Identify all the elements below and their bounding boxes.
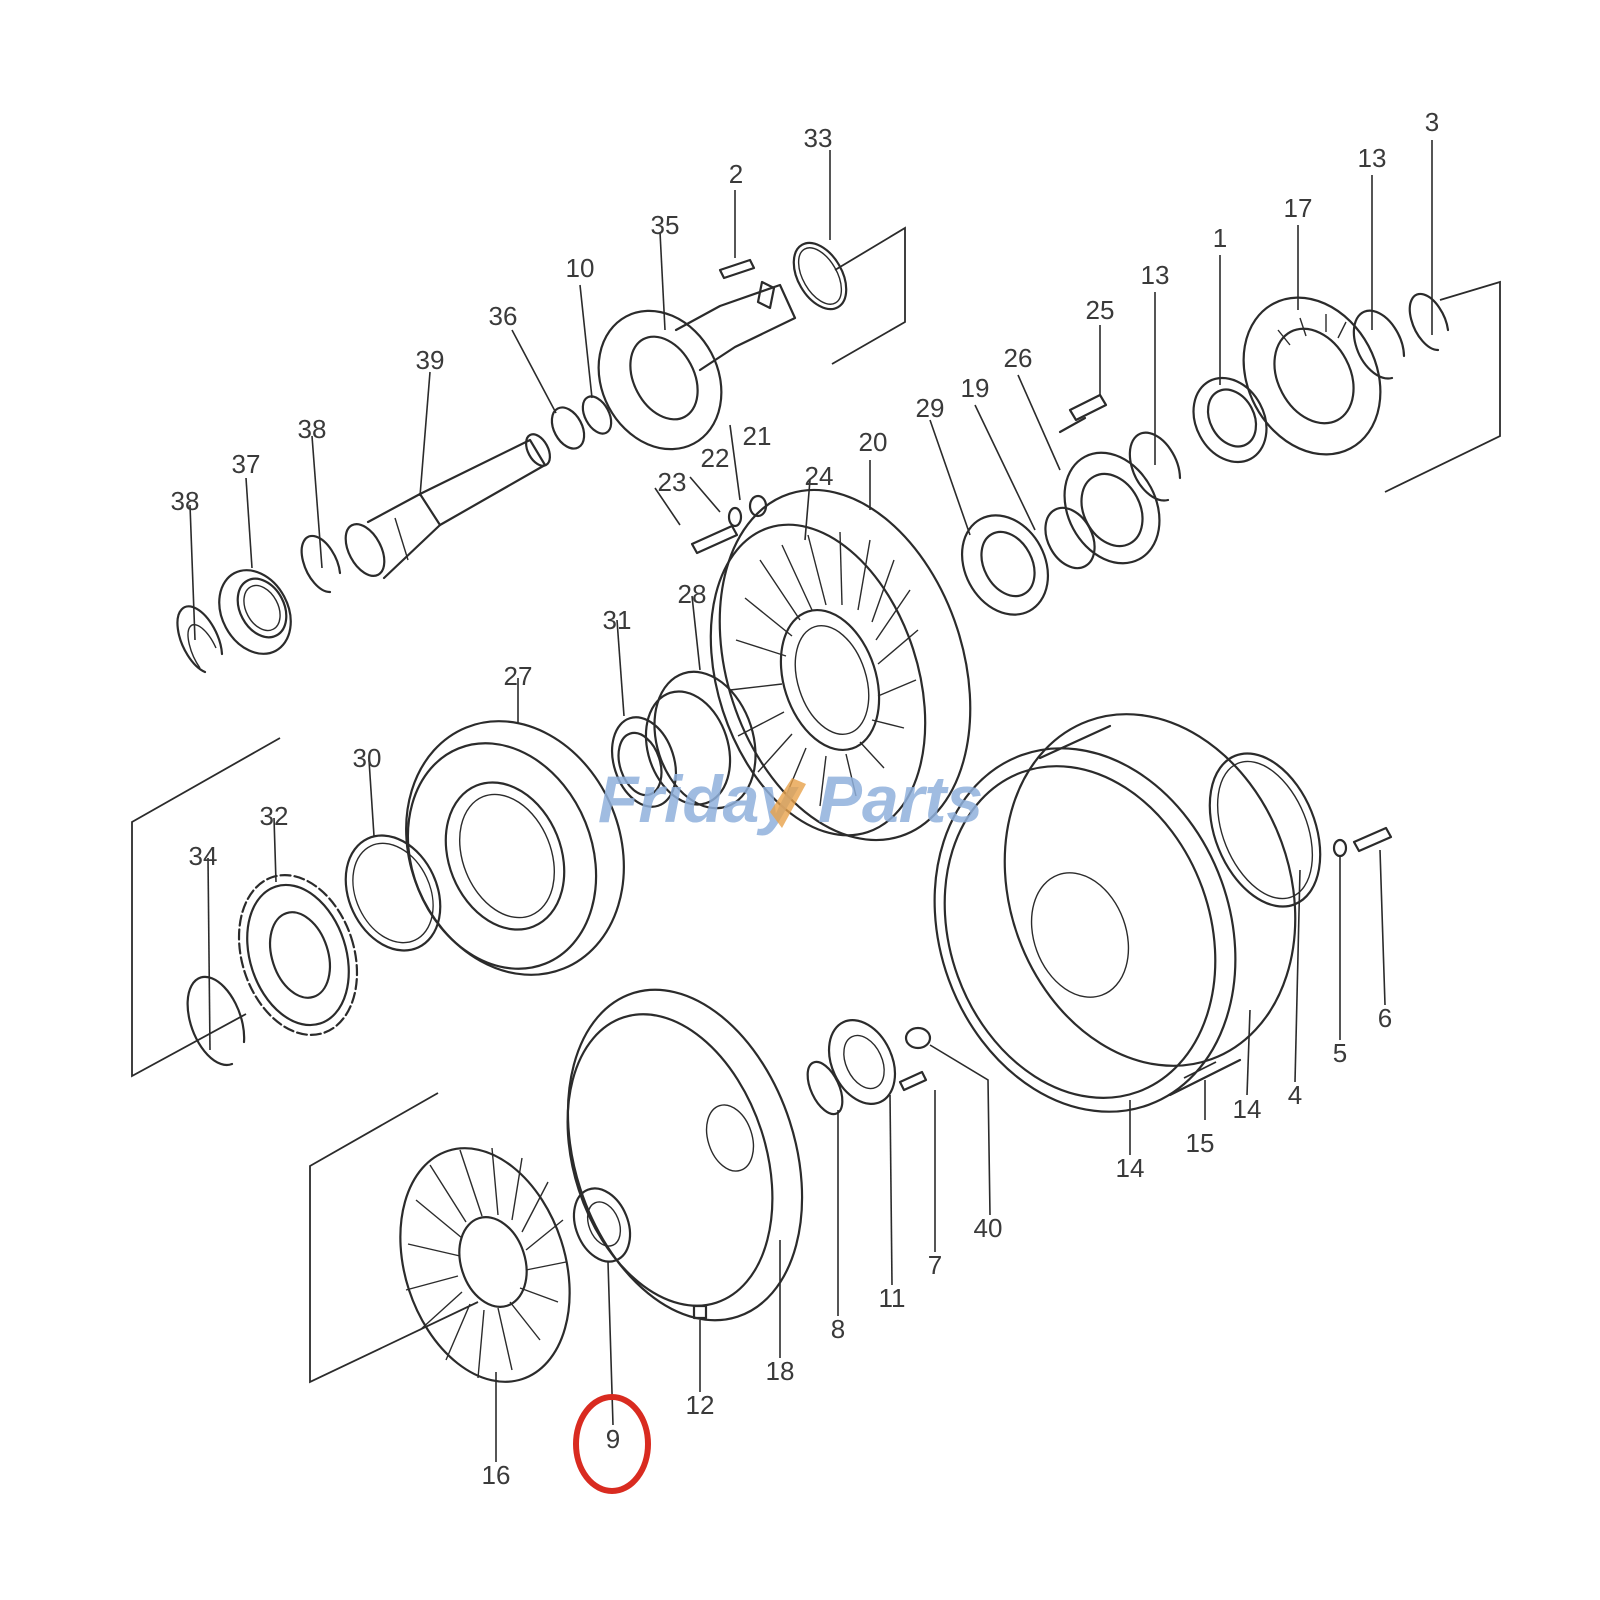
callout-8: 8 <box>831 1314 845 1344</box>
bracket-lines <box>131 226 1501 1384</box>
bolt-7 <box>898 1070 928 1092</box>
turbine-20 <box>709 488 972 842</box>
washer-22 <box>727 506 743 528</box>
gear-1 <box>1192 376 1268 464</box>
callout-33: 33 <box>804 123 833 153</box>
key-2 <box>718 258 756 280</box>
bolt-25 <box>1058 393 1108 434</box>
callout-13b: 13 <box>1358 143 1387 173</box>
ring-36 <box>550 406 586 450</box>
gasket-4 <box>1208 752 1322 908</box>
watermark-accent-icon <box>770 778 806 828</box>
callout-34: 34 <box>189 841 218 871</box>
nut-21 <box>748 494 768 518</box>
hub-28 <box>644 670 757 810</box>
callout-38a: 38 <box>171 486 200 516</box>
callout-5: 5 <box>1333 1038 1347 1068</box>
watermark-text-part1: Friday <box>598 762 799 836</box>
highlight-circle <box>573 1394 651 1494</box>
callout-9: 9 <box>606 1424 620 1454</box>
snap-ring-13a <box>1128 431 1182 502</box>
callout-37: 37 <box>232 449 261 479</box>
callout-39: 39 <box>416 345 445 375</box>
callout-24: 24 <box>805 461 834 491</box>
snap-ring-38 <box>176 605 224 674</box>
bolt-6 <box>1352 826 1393 853</box>
callout-14b: 14 <box>1233 1094 1262 1124</box>
callout-40: 40 <box>974 1213 1003 1243</box>
watermark-text-part2: Parts <box>818 762 983 836</box>
plug-40 <box>904 1026 932 1050</box>
bolt-23 <box>690 524 739 555</box>
callout-26: 26 <box>1004 343 1033 373</box>
plug-12 <box>692 1304 708 1320</box>
snap-ring-3 <box>1408 292 1450 352</box>
impeller-16 <box>399 1147 571 1383</box>
callout-1: 1 <box>1213 223 1227 253</box>
snap-ring-38b <box>300 534 342 594</box>
flange-shaft-35 <box>597 280 797 451</box>
ring-30 <box>344 834 442 952</box>
housing-14 <box>933 713 1297 1113</box>
pump-cover-18 <box>566 988 804 1322</box>
callout-23: 23 <box>658 467 687 497</box>
callout-15: 15 <box>1186 1128 1215 1158</box>
callout-2: 2 <box>729 159 743 189</box>
callout-38b: 38 <box>298 414 327 444</box>
washer-5 <box>1332 838 1348 858</box>
callout-14a: 14 <box>1116 1153 1145 1183</box>
bearing-29 <box>960 514 1050 616</box>
callout-10: 10 <box>566 253 595 283</box>
callout-32: 32 <box>260 801 289 831</box>
callout-12: 12 <box>686 1390 715 1420</box>
callout-11: 11 <box>879 1283 906 1313</box>
callout-31: 31 <box>603 605 632 635</box>
shaft-39 <box>344 433 552 580</box>
bearing-9 <box>572 1187 632 1263</box>
callout-29: 29 <box>916 393 945 423</box>
callout-7: 7 <box>928 1250 942 1280</box>
gear-32 <box>237 874 359 1036</box>
callout-20: 20 <box>859 427 888 457</box>
cover-27 <box>405 720 625 976</box>
callout-25: 25 <box>1086 295 1115 325</box>
snap-ring-34 <box>186 975 246 1067</box>
ring-10 <box>581 395 613 435</box>
callout-35: 35 <box>651 210 680 240</box>
callout-4: 4 <box>1288 1080 1302 1110</box>
callout-13a: 13 <box>1141 260 1170 290</box>
callout-numbers: 1 2 3 4 5 6 7 8 9 10 11 12 13 13 14 14 1… <box>171 107 1440 1490</box>
callout-3: 3 <box>1425 107 1439 137</box>
leader-lines <box>189 140 1433 1462</box>
watermark-logo: Friday Parts <box>598 762 983 836</box>
callout-16: 16 <box>482 1460 511 1490</box>
gear-31 <box>611 716 677 808</box>
hub-11 <box>827 1019 897 1105</box>
callout-30: 30 <box>353 743 382 773</box>
callout-22: 22 <box>701 443 730 473</box>
stator-17 <box>1242 296 1382 456</box>
callout-18: 18 <box>766 1356 795 1386</box>
ring-33 <box>792 241 848 311</box>
callout-36: 36 <box>489 301 518 331</box>
callout-17: 17 <box>1284 193 1313 223</box>
callout-19: 19 <box>961 373 990 403</box>
callout-27: 27 <box>504 661 533 691</box>
seal-19 <box>1044 506 1096 570</box>
bearing-37 <box>218 569 292 655</box>
callout-28: 28 <box>678 579 707 609</box>
callout-21: 21 <box>743 421 772 451</box>
callout-6: 6 <box>1378 1003 1392 1033</box>
snap-ring-13b <box>1352 309 1406 380</box>
